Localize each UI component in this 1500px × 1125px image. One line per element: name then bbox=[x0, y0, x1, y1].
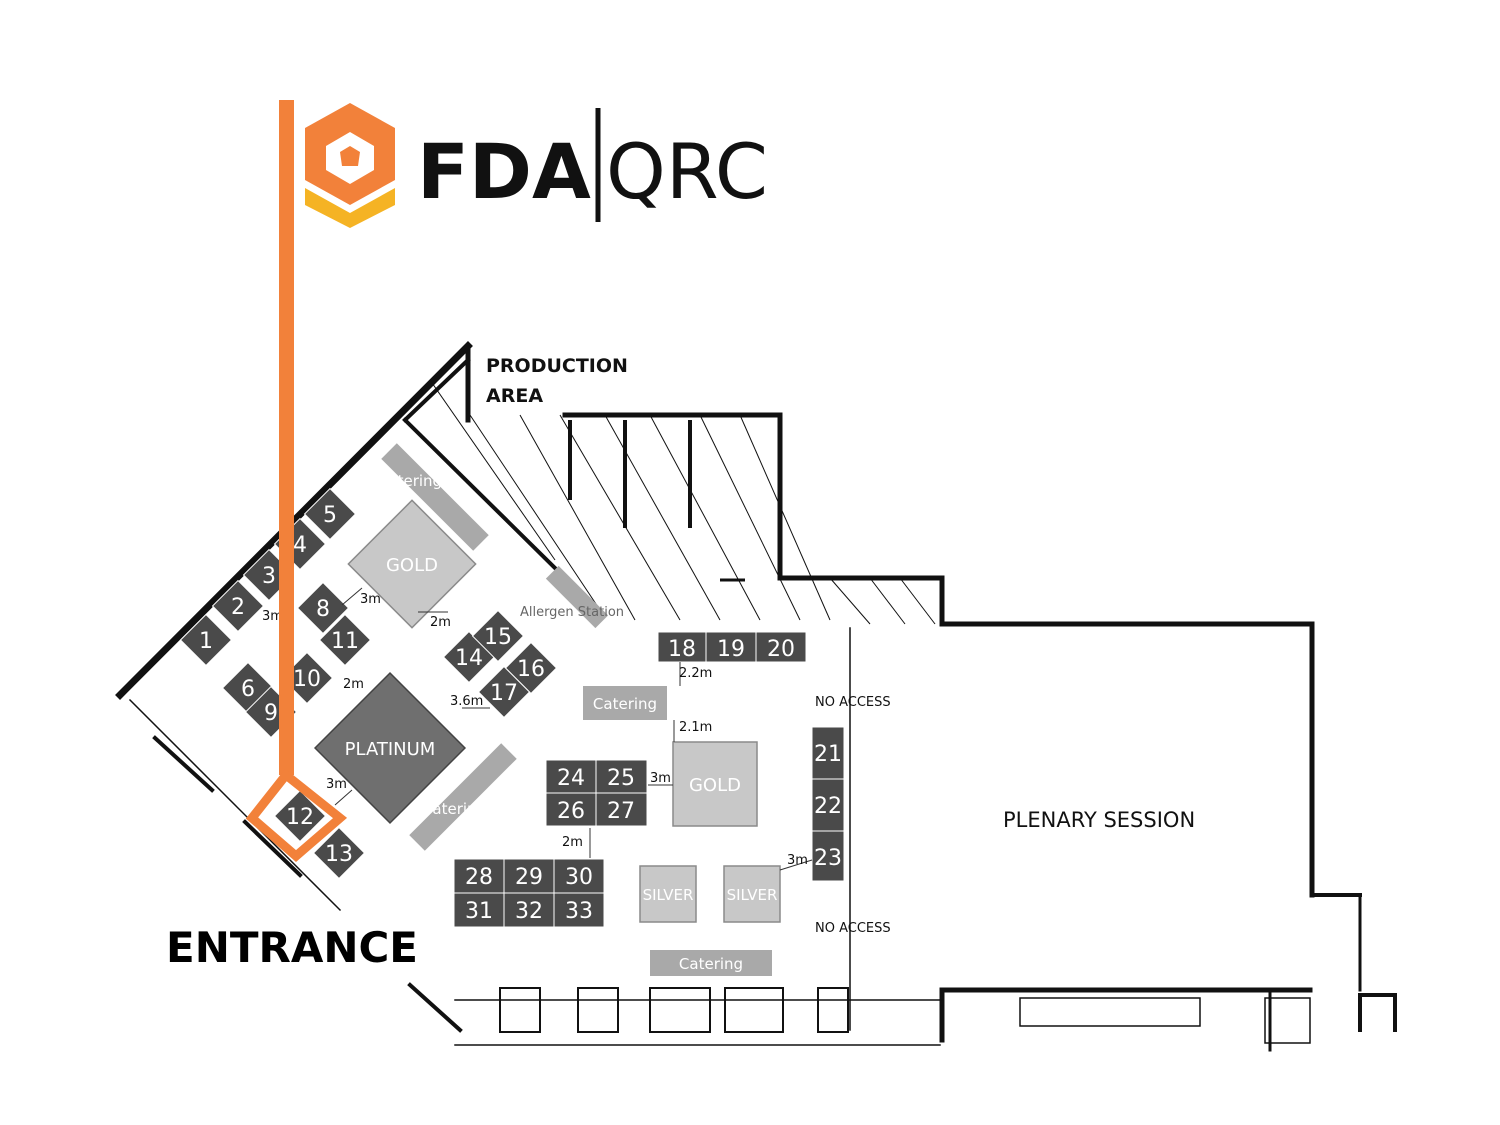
silver-1-label: SILVER bbox=[643, 886, 694, 904]
booth-21[interactable]: 21 bbox=[814, 742, 842, 767]
booth-33[interactable]: 33 bbox=[565, 899, 593, 924]
distance-2m-a: 2m bbox=[430, 615, 451, 630]
booth-11[interactable]: 11 bbox=[331, 629, 359, 654]
catering-middle-label: Catering bbox=[593, 695, 657, 713]
booth-23[interactable]: 23 bbox=[814, 846, 842, 871]
booth-8[interactable]: 8 bbox=[316, 597, 330, 622]
distance-2m-c: 2m bbox=[562, 835, 583, 850]
zone-gold-left: GOLD bbox=[347, 499, 477, 629]
logo-brand-right: QRC bbox=[606, 127, 768, 216]
booth-25[interactable]: 25 bbox=[607, 766, 635, 791]
no-access-bottom-label: NO ACCESS bbox=[815, 921, 891, 936]
catering-top-label: Catering bbox=[378, 472, 442, 490]
zone-gold-right: GOLD bbox=[672, 741, 758, 827]
booth-24[interactable]: 24 bbox=[557, 766, 585, 791]
booth-31[interactable]: 31 bbox=[465, 899, 493, 924]
booth-19[interactable]: 19 bbox=[717, 637, 745, 662]
catering-middle: Catering bbox=[583, 686, 667, 720]
silver-2-label: SILVER bbox=[727, 886, 778, 904]
booth-30[interactable]: 30 bbox=[565, 865, 593, 890]
distance-3m-e: 3m bbox=[787, 853, 808, 868]
logo-brand-left: FDA bbox=[417, 127, 591, 216]
booth-14[interactable]: 14 bbox=[455, 646, 483, 671]
distance-2m-b: 2m bbox=[343, 677, 364, 692]
catering-platinum: Catering bbox=[409, 743, 517, 851]
allergen-station: Allergen Station bbox=[520, 565, 624, 629]
zone-silver-1: SILVER bbox=[639, 865, 697, 923]
distance-2-2m: 2.2m bbox=[679, 666, 712, 681]
booth-10[interactable]: 10 bbox=[293, 667, 321, 692]
booth-12[interactable]: 12 bbox=[286, 805, 314, 830]
gold-left-label: GOLD bbox=[386, 555, 438, 576]
zone-platinum: PLATINUM bbox=[313, 671, 467, 825]
catering-top: Catering bbox=[378, 443, 489, 551]
distance-3m-d: 3m bbox=[326, 777, 347, 792]
booth-32[interactable]: 32 bbox=[515, 899, 543, 924]
booth-27[interactable]: 27 bbox=[607, 799, 635, 824]
distance-3-6m: 3.6m bbox=[450, 694, 483, 709]
booth-13[interactable]: 13 bbox=[325, 842, 353, 867]
booth-1[interactable]: 1 bbox=[199, 629, 213, 654]
gold-right-label: GOLD bbox=[689, 775, 741, 796]
booth-4[interactable]: 4 bbox=[293, 533, 307, 558]
catering-platinum-label: Catering bbox=[422, 800, 486, 818]
distance-labels: 3m 3m 2m 2m 3.6m 2.2m 2.1m 3m 3m 2m 3m bbox=[262, 587, 813, 871]
building-walls bbox=[115, 341, 1397, 1052]
plenary-session-label: PLENARY SESSION bbox=[1003, 808, 1195, 832]
booth-29[interactable]: 29 bbox=[515, 865, 543, 890]
booth-15[interactable]: 15 bbox=[484, 625, 512, 650]
distance-3m-c: 3m bbox=[650, 771, 671, 786]
booth-17[interactable]: 17 bbox=[490, 681, 518, 706]
booth-9[interactable]: 9 bbox=[264, 701, 278, 726]
booth-20[interactable]: 20 bbox=[767, 637, 795, 662]
fda-qrc-logo: FDA QRC bbox=[305, 103, 768, 228]
booth-2[interactable]: 2 bbox=[231, 595, 245, 620]
no-access-top-label: NO ACCESS bbox=[815, 695, 891, 710]
booth-6[interactable]: 6 bbox=[241, 677, 255, 702]
booth-22[interactable]: 22 bbox=[814, 794, 842, 819]
route-to-booth-12 bbox=[245, 100, 348, 862]
zone-silver-2: SILVER bbox=[723, 865, 781, 923]
distance-2-1m: 2.1m bbox=[679, 720, 712, 735]
entrance-label: ENTRANCE bbox=[166, 923, 418, 972]
booth-16[interactable]: 16 bbox=[517, 657, 545, 682]
catering-bottom: Catering bbox=[650, 950, 772, 976]
distance-3m-b: 3m bbox=[262, 609, 283, 624]
booth-5[interactable]: 5 bbox=[323, 503, 337, 528]
booth-3[interactable]: 3 bbox=[262, 564, 276, 589]
booth-18[interactable]: 18 bbox=[668, 637, 696, 662]
distance-3m-a: 3m bbox=[360, 592, 381, 607]
booth-26[interactable]: 26 bbox=[557, 799, 585, 824]
exhibition-booths: 1 2 3 4 5 6 9 10 8 11 14 15 16 17 18 19 bbox=[179, 487, 845, 928]
catering-bottom-label: Catering bbox=[679, 955, 743, 973]
platinum-label: PLATINUM bbox=[345, 739, 436, 760]
production-area-label-2: AREA bbox=[486, 385, 543, 407]
allergen-station-label: Allergen Station bbox=[520, 605, 624, 620]
production-area-label-1: PRODUCTION bbox=[486, 355, 628, 377]
booth-12-highlight bbox=[245, 768, 348, 862]
booth-28[interactable]: 28 bbox=[465, 865, 493, 890]
